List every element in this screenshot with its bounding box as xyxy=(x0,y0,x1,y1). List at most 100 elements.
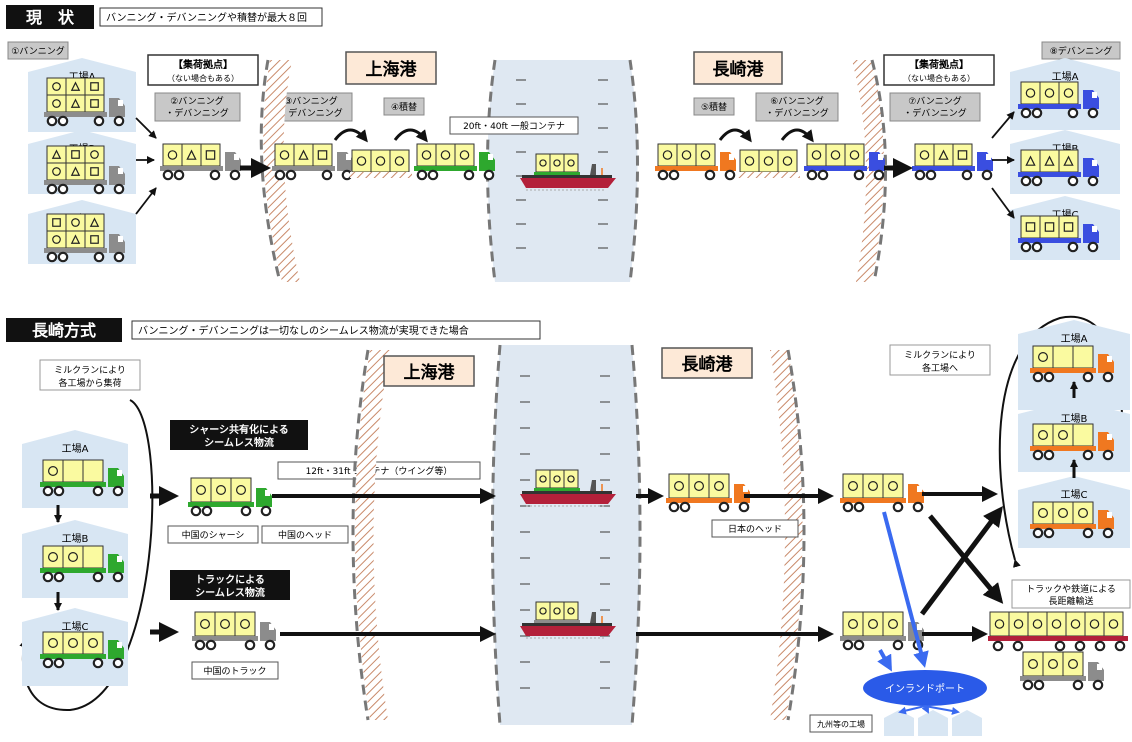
chassis-box-l1: シャーシ共有化による xyxy=(189,423,289,436)
current-state-section: 現 状 バンニング・デバンニングや積替が最大８回 ①バンニング 工場A工場B工場… xyxy=(6,5,1120,282)
milkrun-right-l1: ミルクランにより xyxy=(904,350,976,361)
current-state-title: 現 状 xyxy=(26,8,75,27)
wheel xyxy=(95,185,103,193)
wheel xyxy=(894,503,902,511)
wheel xyxy=(855,503,863,511)
wheel xyxy=(59,185,67,193)
cargo-box xyxy=(863,612,883,636)
wheel xyxy=(1089,177,1097,185)
cargo-box xyxy=(1066,612,1085,636)
wheel xyxy=(246,641,254,649)
train-base xyxy=(988,636,1128,641)
cargo-box xyxy=(1059,216,1078,238)
step6-label-b: ・デバンニング xyxy=(765,107,828,119)
truck-window xyxy=(118,168,123,174)
wheel xyxy=(740,503,748,511)
wheel xyxy=(276,171,284,179)
wheel xyxy=(1033,109,1041,117)
step6-label-a: ⑥バンニング xyxy=(770,95,824,107)
step2-label-a: ②バンニング xyxy=(170,95,224,107)
ground-pad xyxy=(350,172,412,178)
factory-label: 工場A xyxy=(62,442,89,455)
wheel xyxy=(1084,451,1092,459)
hub-right-truck xyxy=(912,144,993,179)
cargo-on-ground-ng xyxy=(738,150,800,178)
wheel xyxy=(659,171,667,179)
cargo-box xyxy=(689,474,709,498)
wheel xyxy=(1104,529,1112,537)
truck-window xyxy=(269,624,274,630)
cargo-box xyxy=(191,478,211,502)
cargo-box xyxy=(1028,612,1047,636)
truck-window xyxy=(117,556,122,562)
wheel xyxy=(808,171,816,179)
kyushu-factory-3 xyxy=(952,710,982,736)
truck-window xyxy=(118,236,123,242)
long-haul-train xyxy=(988,612,1128,650)
wheel xyxy=(418,171,426,179)
sea-bottom xyxy=(493,345,641,725)
wheel xyxy=(55,487,63,495)
wheel xyxy=(1089,243,1097,251)
hub-left-note: （ない場合もある） xyxy=(167,73,239,83)
cargo-box xyxy=(709,474,729,498)
cargo-box xyxy=(1033,346,1053,368)
cargo-box xyxy=(163,144,182,166)
cargo-box xyxy=(883,474,903,498)
cargo-box xyxy=(883,612,903,636)
truck-window xyxy=(1107,356,1112,362)
cargo-box xyxy=(201,144,220,166)
cargo-box xyxy=(85,163,104,180)
kyushu-factories xyxy=(884,710,982,736)
cargo-box xyxy=(550,602,564,620)
cargo-box xyxy=(66,78,85,95)
cargo-box xyxy=(843,612,863,636)
cargo-box xyxy=(550,470,564,488)
wheel xyxy=(465,171,473,179)
step4-label: ④積替 xyxy=(391,101,417,113)
cargo-box xyxy=(47,95,66,112)
container-label-top: 20ft・40ft 一般コンテナ xyxy=(463,120,565,132)
truck-window xyxy=(878,154,883,160)
cargo-box xyxy=(564,154,578,172)
cargo-box xyxy=(1104,612,1123,636)
cargo-box xyxy=(759,150,778,172)
wheel xyxy=(1069,243,1077,251)
wheel xyxy=(1069,109,1077,117)
wheel xyxy=(983,171,991,179)
cn-chassis-label: 中国のシャーシ xyxy=(182,529,245,541)
cargo-box xyxy=(85,231,104,248)
step1-label: ①バンニング xyxy=(11,45,65,57)
hub-left-title: 【集荷拠点】 xyxy=(173,58,233,71)
wheel xyxy=(706,171,714,179)
wheel xyxy=(203,507,211,515)
cargo-box xyxy=(83,546,103,568)
cargo-box xyxy=(47,78,66,95)
arrow-c-to-hub xyxy=(136,188,156,214)
wheel xyxy=(670,503,678,511)
step3-label-a: ③バンニング xyxy=(284,95,338,107)
cargo-box xyxy=(740,150,759,172)
long-haul-l2: 長距離輸送 xyxy=(1048,595,1093,607)
cargo-box xyxy=(66,95,85,112)
ship-cargo-chassis xyxy=(534,172,580,175)
wheel xyxy=(916,171,924,179)
wheel xyxy=(720,503,728,511)
wheel xyxy=(1076,642,1084,650)
wheel xyxy=(726,171,734,179)
wheel xyxy=(94,659,102,667)
cargo-box xyxy=(47,163,66,180)
shanghai-port-label-bottom: 上海港 xyxy=(404,362,456,383)
wheel xyxy=(844,641,852,649)
blue-arrow-truck-to-inland xyxy=(880,650,890,668)
wheel xyxy=(262,507,270,515)
cargo-box xyxy=(1040,82,1059,104)
truck-window xyxy=(917,486,922,492)
wheel xyxy=(855,171,863,179)
cargo-box xyxy=(677,144,696,166)
truck-window xyxy=(488,154,493,160)
wheel xyxy=(48,185,56,193)
truck-window xyxy=(1097,664,1102,670)
wheel xyxy=(48,117,56,125)
cargo-box xyxy=(1033,502,1053,524)
